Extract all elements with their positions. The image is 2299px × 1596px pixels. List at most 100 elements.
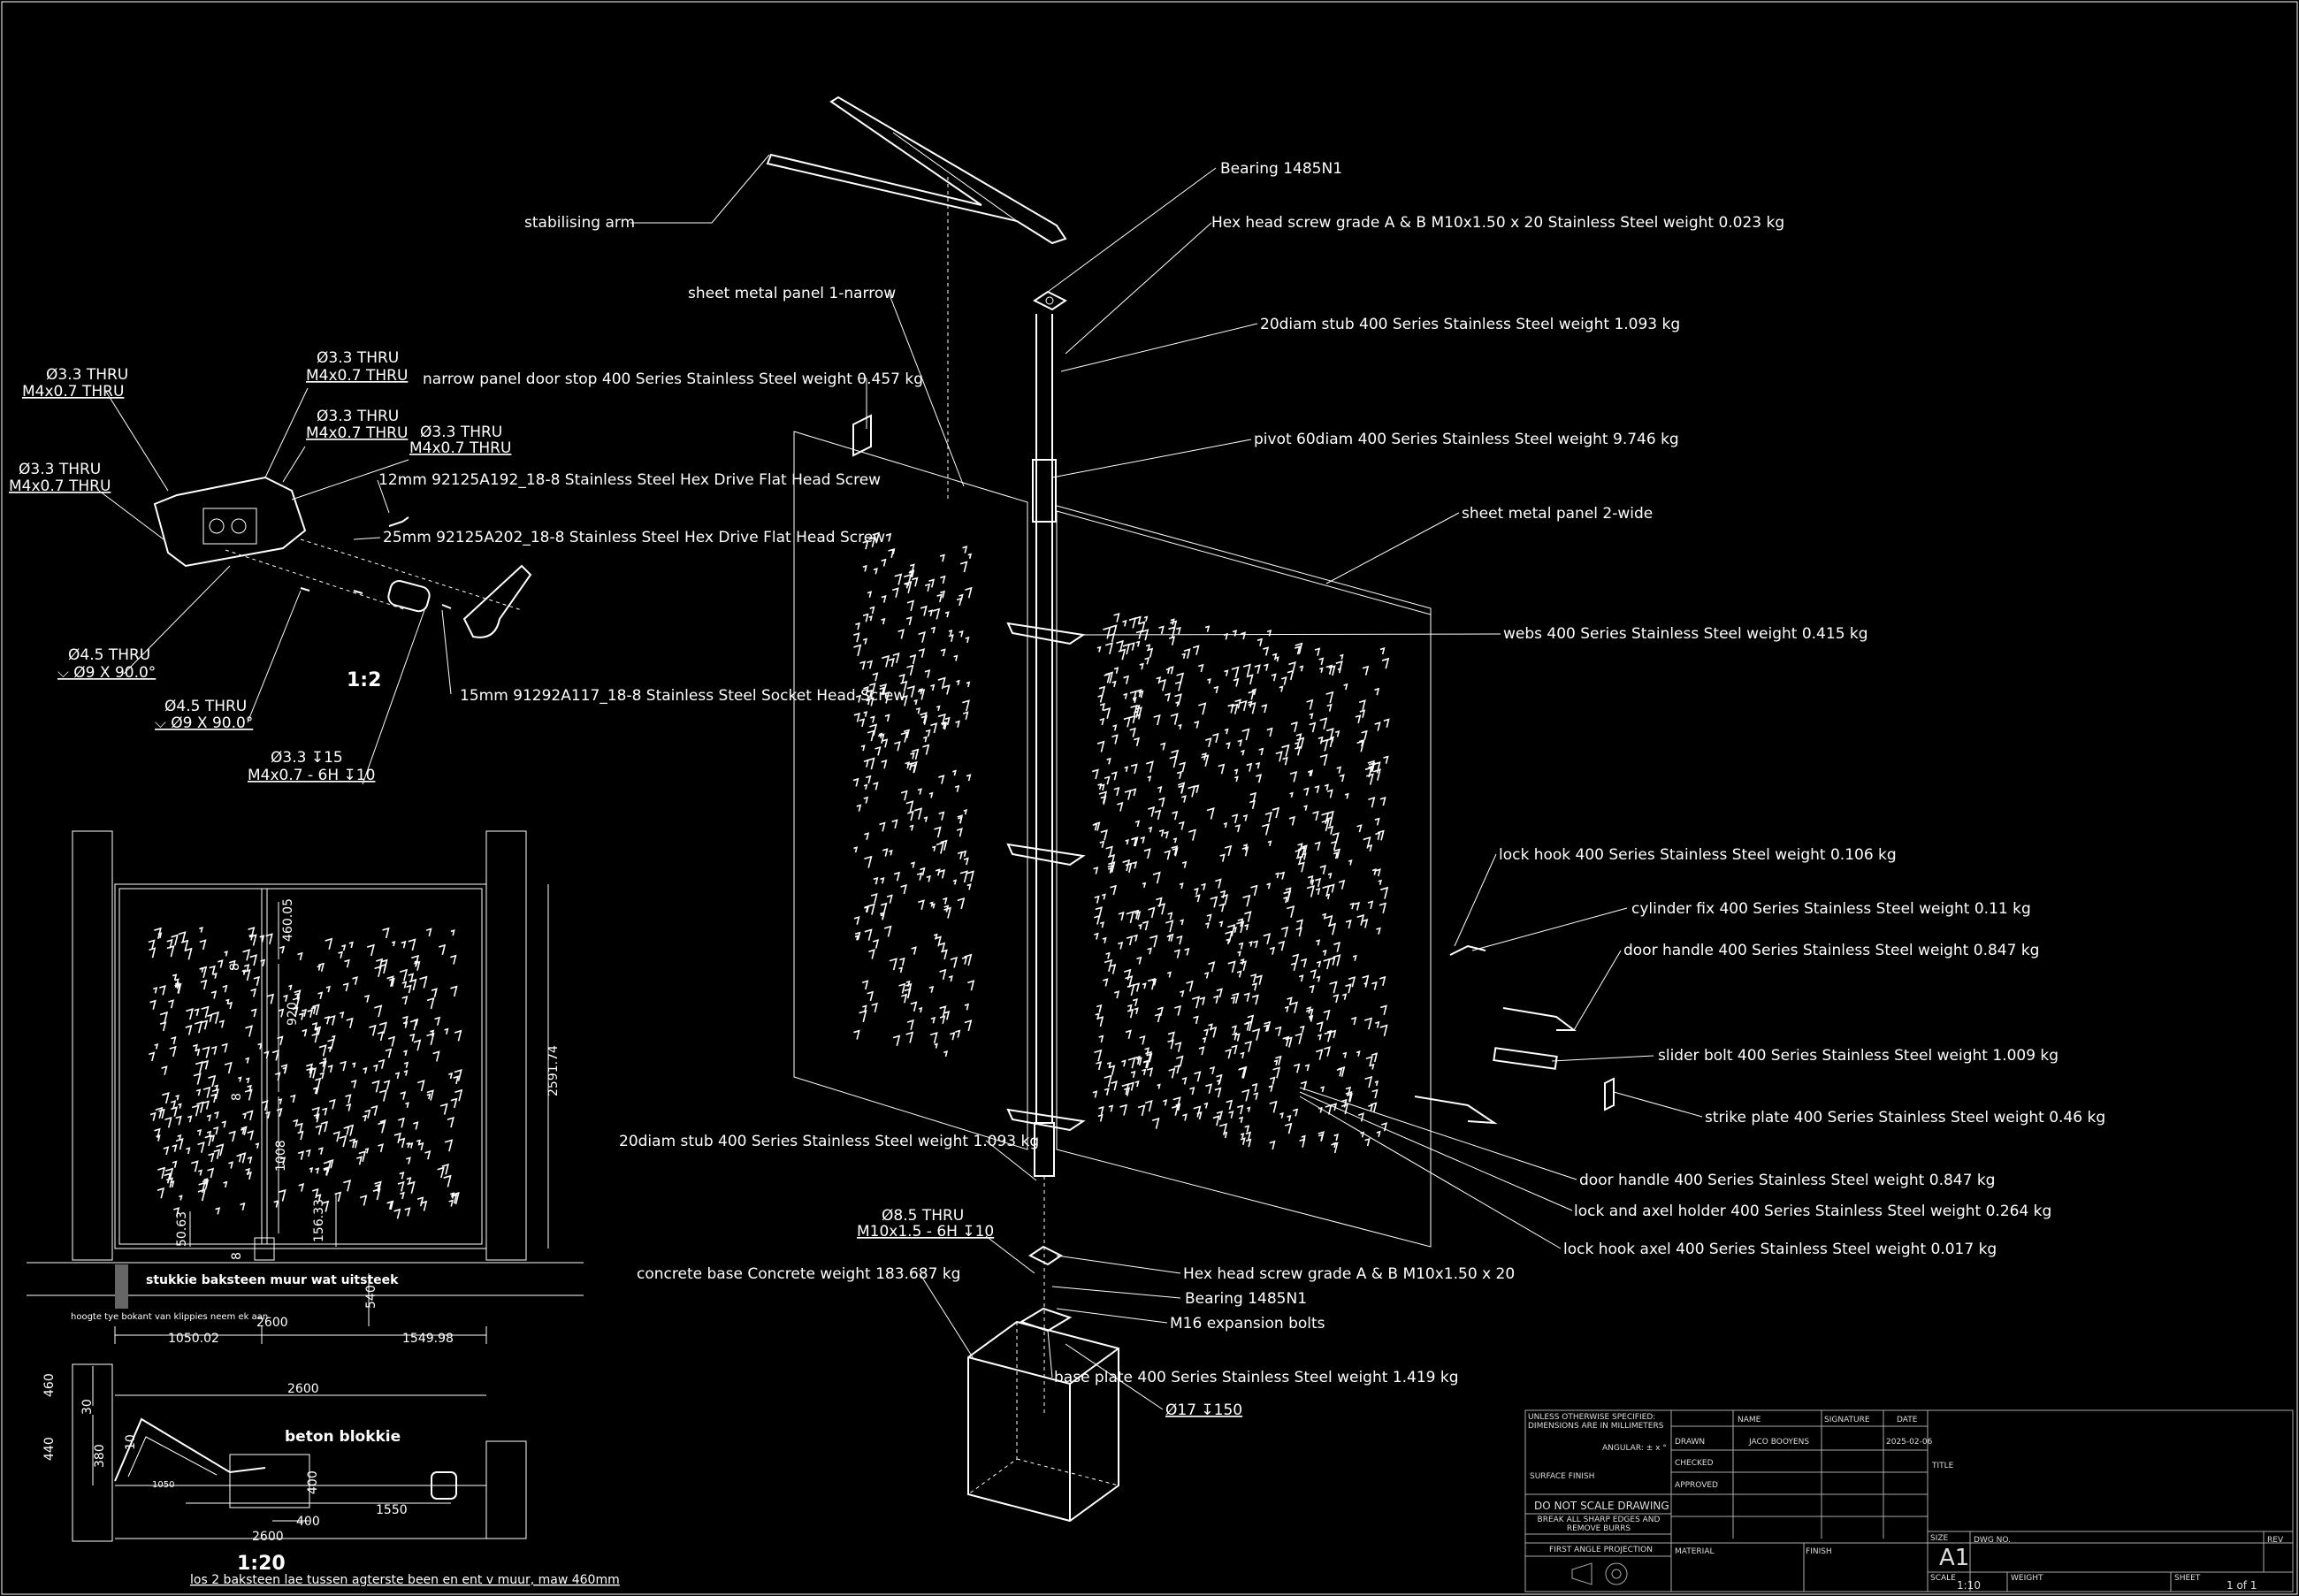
perforation-mark — [938, 869, 946, 879]
perforation-mark — [1191, 996, 1201, 1009]
perforation-mark — [409, 1019, 418, 1031]
perforation-mark — [171, 934, 179, 946]
perforation-mark — [401, 981, 408, 989]
perforation-mark — [323, 1167, 329, 1176]
perforation-mark — [204, 1134, 213, 1147]
perforation-mark — [1275, 1055, 1282, 1065]
lock-body — [153, 476, 307, 568]
perforation-mark — [1110, 624, 1118, 636]
perforation-mark — [939, 1015, 946, 1024]
perforation-mark — [1368, 1103, 1374, 1112]
perforation-mark — [362, 1114, 368, 1122]
perforation-mark — [862, 613, 869, 622]
perforation-mark — [386, 975, 394, 988]
perforation-mark — [317, 1147, 324, 1155]
perforation-mark — [930, 1016, 936, 1024]
perforation-mark — [315, 1026, 322, 1035]
elevation-labels: 460.05 920 1008 50.63 156.33 2591.74 8 8… — [71, 898, 561, 1346]
perforation-mark — [962, 699, 970, 712]
perforation-mark — [1241, 728, 1250, 741]
label-thru-85: Ø8.5 THRU — [882, 1207, 964, 1225]
label-bearing-bottom: Bearing 1485N1 — [1185, 1290, 1307, 1308]
perforation-mark — [1268, 1085, 1273, 1092]
label-sheet-panel-narrow: sheet metal panel 1-narrow — [688, 285, 896, 302]
perforation-mark — [241, 1127, 246, 1134]
perforation-mark — [959, 630, 964, 638]
perforation-mark — [1237, 739, 1243, 747]
perforation-mark — [1324, 783, 1329, 790]
perforation-mark — [965, 636, 970, 643]
perforation-mark — [882, 691, 890, 704]
perforation-mark — [202, 1086, 211, 1098]
perforation-mark — [1371, 868, 1377, 875]
perforation-mark — [1203, 1102, 1209, 1109]
perforation-mark — [363, 994, 370, 1003]
perforation-mark — [1108, 1104, 1114, 1112]
perforation-mark — [869, 723, 878, 736]
label-hole-17: Ø17 ↧150 — [1165, 1401, 1242, 1419]
label-h5a: Ø3.3 THRU — [19, 461, 101, 478]
tb-checked: CHECKED — [1675, 1459, 1714, 1468]
perforation-mark — [1233, 677, 1240, 687]
perforation-mark — [1264, 663, 1269, 671]
perforation-mark — [910, 763, 917, 774]
perforation-mark — [197, 1188, 206, 1202]
perforation-mark — [373, 1064, 378, 1072]
perforation-mark — [1335, 660, 1343, 672]
dim-10: 10 — [124, 1434, 138, 1450]
perforation-mark — [1174, 681, 1182, 691]
perforation-mark — [885, 532, 892, 542]
perforation-mark — [242, 1112, 248, 1119]
perforation-mark — [1325, 728, 1334, 740]
perforation-mark — [929, 901, 934, 907]
perforation-mark — [1181, 795, 1187, 803]
perforation-mark — [1183, 648, 1191, 659]
perforation-mark — [869, 606, 875, 615]
perforation-mark — [305, 1149, 311, 1157]
label-lock-hook-axel: lock hook axel 400 Series Stainless Stee… — [1563, 1241, 1997, 1258]
dim-1050-02: 1050.02 — [168, 1332, 219, 1346]
perforation-mark — [1258, 747, 1264, 756]
perforation-mark — [862, 1004, 867, 1012]
perforation-mark — [1231, 666, 1240, 678]
perforation-mark — [934, 935, 942, 947]
label-c2b: ⌵ Ø9 X 90.0° — [155, 714, 253, 732]
perforation-mark — [341, 944, 347, 951]
perforation-mark — [1254, 664, 1261, 674]
perforation-mark — [1113, 667, 1119, 674]
perforation-mark — [1374, 817, 1380, 826]
perforation-mark — [378, 1089, 387, 1102]
perforation-mark — [340, 1060, 347, 1072]
perforation-mark — [1212, 1115, 1220, 1126]
perforation-mark — [868, 536, 876, 547]
perforation-mark — [1097, 694, 1104, 703]
perforation-mark — [154, 1042, 159, 1050]
perforation-mark — [1111, 771, 1118, 781]
perforation-mark — [1204, 625, 1211, 632]
perforation-mark — [894, 741, 901, 752]
perforation-mark — [1275, 872, 1279, 879]
perforation-mark — [1152, 871, 1161, 884]
perforation-mark — [454, 1088, 463, 1102]
perforation-mark — [864, 855, 873, 868]
perforation-mark — [149, 947, 157, 958]
perforation-mark — [1274, 1026, 1282, 1036]
perforation-mark — [1299, 1025, 1305, 1033]
perforation-mark — [1280, 676, 1287, 685]
perforation-mark — [387, 1035, 396, 1047]
perforation-mark — [1316, 975, 1321, 982]
perforation-mark — [1374, 722, 1381, 731]
perforation-mark — [1096, 1061, 1103, 1071]
label-d1a: Ø3.3 ↧15 — [271, 749, 343, 767]
perforation-mark — [1270, 1076, 1276, 1086]
perforation-mark — [426, 997, 435, 1010]
door-stop-part — [852, 414, 872, 457]
perforation-mark — [1205, 737, 1212, 748]
label-c1b: ⌵ Ø9 X 90.0° — [57, 664, 156, 682]
perforation-mark — [413, 1121, 419, 1130]
perforation-mark — [1379, 796, 1386, 806]
perforation-mark — [922, 744, 930, 755]
perforation-mark — [164, 1172, 172, 1184]
perforation-mark — [924, 669, 931, 678]
perforation-mark — [853, 632, 860, 643]
